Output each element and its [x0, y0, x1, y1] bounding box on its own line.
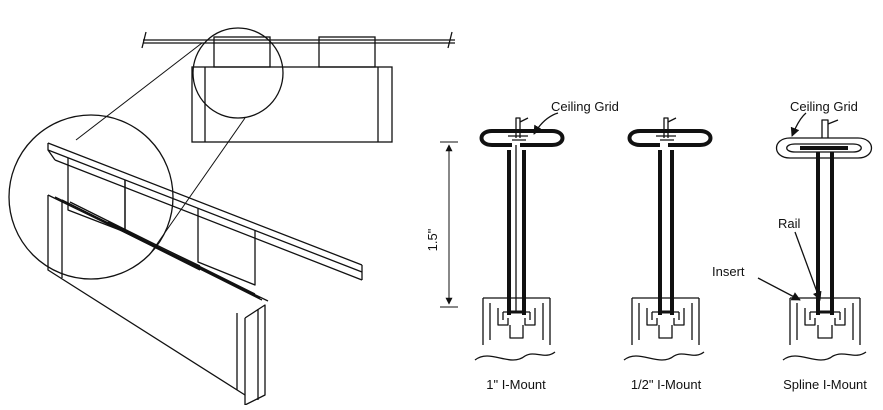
magnifier-line-upper: [75, 42, 203, 141]
dimension-marker: [440, 141, 458, 308]
arrow-ceiling-grid-2: [790, 112, 807, 137]
ceiling-grid-label-2: Ceiling Grid: [790, 99, 858, 114]
caption-spline: Spline I-Mount: [783, 377, 867, 392]
detail-circle-left: [8, 114, 174, 280]
isometric-detail: [47, 142, 363, 406]
arrow-ceiling-grid-1: [533, 112, 559, 135]
ceiling-grid-label-1: Ceiling Grid: [551, 99, 619, 114]
rail-label: Rail: [778, 216, 801, 231]
overview-elevation: [141, 31, 455, 143]
caption-one-inch: 1" I-Mount: [486, 377, 546, 392]
callout-arrows: [533, 112, 822, 301]
caption-half-inch: 1/2" I-Mount: [631, 377, 702, 392]
detail-circle-top: [192, 27, 284, 119]
insert-label: Insert: [712, 264, 745, 279]
arrow-insert: [757, 277, 801, 301]
section-one-inch: [474, 117, 565, 361]
dimension-label: 1.5": [425, 228, 440, 251]
arrow-rail: [794, 231, 822, 301]
section-spline: [775, 119, 873, 361]
section-half-inch: [623, 117, 713, 361]
